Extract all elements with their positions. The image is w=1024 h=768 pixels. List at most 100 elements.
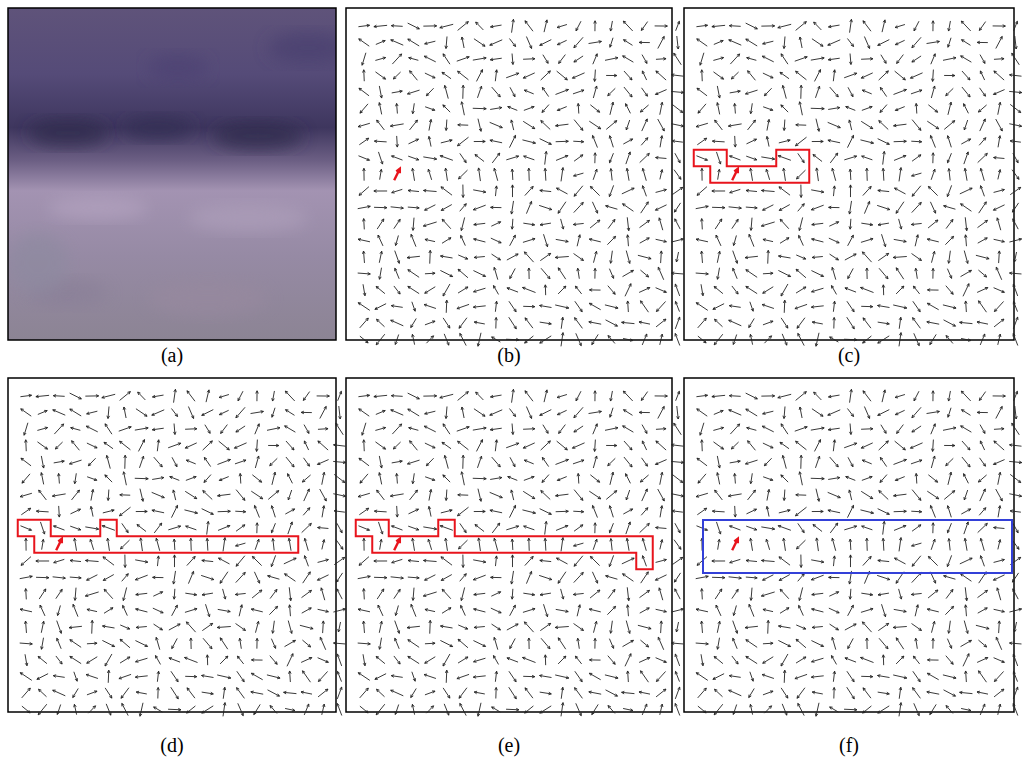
orientation-arrow [915,638,918,648]
orientation-arrow [779,575,790,581]
orientation-arrow [766,539,770,550]
orientation-arrow [74,588,77,601]
orientation-arrow [863,21,871,31]
orientation-arrow [286,457,294,467]
orientation-arrow [781,318,788,328]
orientation-arrow [829,206,840,209]
orientation-arrow [881,425,886,434]
orientation-arrow [762,674,774,678]
orientation-arrow [337,523,342,533]
orientation-arrow [642,489,648,501]
orientation-arrow [363,440,366,451]
orientation-arrow [333,494,345,497]
orientation-arrow [994,671,1003,681]
orientation-arrow [412,704,415,714]
orientation-arrow [763,657,774,664]
orientation-arrow [696,394,707,397]
orientation-arrow [85,395,98,398]
orientation-arrow [816,119,820,132]
orientation-arrow [812,256,823,259]
orientation-arrow [318,559,329,562]
orientation-arrow [555,626,569,629]
orientation-arrow [424,56,435,62]
orientation-arrow [717,638,720,650]
orientation-arrow [912,173,922,176]
orientation-arrow [712,140,724,143]
orientation-arrow [863,688,871,698]
orientation-arrow [441,205,452,211]
orientation-arrow [964,251,968,264]
orientation-arrow [426,458,433,466]
orientation-arrow [946,88,954,95]
orientation-arrow [980,334,985,345]
orientation-arrow [186,460,195,464]
orientation-arrow [318,428,328,431]
orientation-arrow [626,152,631,164]
orientation-arrow [1009,608,1021,612]
orientation-arrow [912,155,921,161]
orientation-arrow [20,642,33,645]
orientation-arrow [523,428,535,431]
orientation-arrow [473,641,485,647]
orientation-arrow [396,103,399,113]
orientation-arrow [593,169,597,180]
orientation-arrow [458,494,468,497]
orientation-arrow [21,557,31,566]
orientation-arrow [717,103,720,115]
orientation-arrow [270,706,277,714]
orientation-arrow [540,223,551,226]
orientation-arrow [574,407,583,417]
orientation-arrow [220,638,228,649]
orientation-arrow [778,270,790,276]
orientation-arrow [589,411,602,414]
orientation-arrow [639,321,650,324]
orientation-arrow [408,39,419,46]
orientation-arrow [625,284,631,297]
orientation-arrow [302,608,312,613]
orientation-arrow [424,674,436,678]
orientation-arrow [509,317,517,329]
orientation-arrow [946,458,954,465]
orientation-arrow [362,251,365,263]
orientation-arrow [730,559,741,563]
orientation-arrow [639,411,650,414]
orientation-arrow [375,674,386,680]
orientation-arrow [812,223,823,226]
seed-arrow [394,539,400,551]
orientation-arrow [152,510,164,513]
orientation-arrow [251,691,263,694]
orientation-arrow [861,73,872,78]
orientation-arrow [978,523,988,532]
orientation-arrow [526,407,531,419]
orientation-arrow [811,107,824,110]
orientation-arrow [285,426,296,432]
orientation-arrow [589,491,600,499]
orientation-arrow [391,207,404,210]
orientation-arrow [978,608,988,613]
orientation-arrow [358,608,370,611]
orientation-arrow [522,510,535,514]
orientation-arrow [236,543,246,546]
orientation-arrow [882,20,886,32]
orientation-arrow [492,337,501,342]
orientation-arrow [609,136,613,148]
orientation-arrow [473,676,485,679]
orientation-arrow [932,268,935,278]
orientation-arrow [762,56,773,62]
orientation-arrow [862,156,873,160]
orientation-arrow [882,285,885,295]
orientation-arrow [526,37,531,49]
orientation-arrow [442,72,451,78]
orientation-arrow [878,675,890,678]
orientation-arrow [392,90,403,93]
orientation-arrow [746,509,756,514]
orientation-arrow [333,608,345,612]
orientation-arrow [441,509,452,512]
orientation-arrow [362,621,365,633]
orientation-arrow [74,473,77,483]
orientation-arrow [396,506,399,517]
orientation-arrow [606,690,618,696]
orientation-arrow [123,472,127,485]
orientation-arrow [440,525,453,530]
orientation-arrow [594,268,597,278]
